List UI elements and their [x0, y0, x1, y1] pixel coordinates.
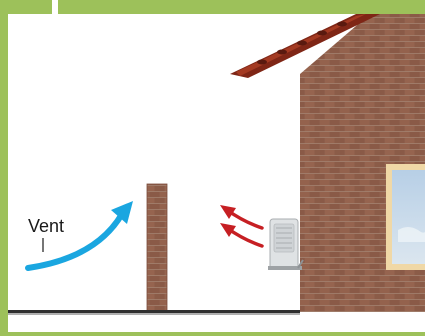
brick-pillar — [147, 184, 167, 312]
outdoor-ac-unit — [268, 219, 303, 270]
top-bar-divider — [52, 0, 58, 14]
ground-line — [8, 310, 300, 315]
vent-label: Vent — [28, 216, 64, 236]
top-bar — [0, 0, 425, 14]
house-window — [386, 164, 425, 270]
